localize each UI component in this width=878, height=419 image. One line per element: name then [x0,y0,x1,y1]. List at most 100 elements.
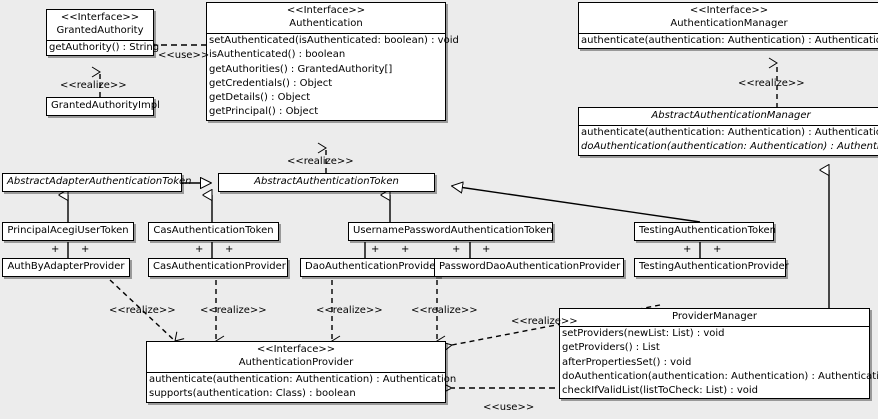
link-generalize-testingauthenticationtoken [452,186,701,223]
edge-label-realize-abstractauthenticationtoken: <<realize>> [287,156,354,167]
class-name: AbstractAuthenticationManager [651,110,811,121]
class-box-authentication[interactable]: <<Interface>> Authentication setAuthenti… [206,2,459,121]
class-member: setAuthenticated(isAuthenticated: boolea… [209,35,459,46]
class-member: authenticate(authentication: Authenticat… [149,374,457,385]
class-header: AbstractAdapterAuthenticationToken [3,174,192,191]
class-header: PasswordDaoAuthenticationProvider [435,259,623,276]
class-member: getCredentials() : Object [209,77,333,89]
edge-label-realize-daoauthenticationprovider: <<realize>> [316,305,383,316]
class-header: CasAuthenticationToken [149,223,278,240]
class-operations: setAuthenticated(isAuthenticated: boolea… [207,33,459,120]
assoc-marker-plus: + [683,244,692,255]
edge-label-use-providermanager: <<use>> [483,402,535,413]
class-name: UsernamePasswordAuthenticationToken [353,225,553,236]
class-name: Authentication [289,18,363,29]
assoc-marker-plus: + [482,244,491,255]
class-box-testing-authentication-provider[interactable]: TestingAuthenticationProvider [634,258,789,277]
class-name: AbstractAuthenticationToken [254,176,399,187]
class-header: DaoAuthenticationProvider [301,259,440,276]
class-box-dao-authentication-provider[interactable]: DaoAuthenticationProvider [300,258,440,277]
class-operations: getAuthority() : String [47,40,160,55]
edge-label-realize-casauthenticationprovider: <<realize>> [200,305,267,316]
class-member: getProviders() : List [562,342,660,354]
assoc-marker-plus: + [713,244,722,255]
class-header: AbstractAuthenticationToken [219,174,434,191]
class-name: TestingAuthenticationToken [639,225,777,236]
class-name: CasAuthenticationToken [153,225,274,236]
class-header: <<Interface>> AuthenticationProvider [147,342,445,372]
edge-label-use-authentication-grantedauthority: <<use>> [158,50,210,61]
class-box-authentication-provider[interactable]: <<Interface>> AuthenticationProvider aut… [146,341,457,403]
class-member: isAuthenticated() : boolean [209,49,346,61]
class-header: TestingAuthenticationToken [635,223,777,240]
edge-label-realize-grantedauthorityimpl: <<realize>> [60,80,127,91]
edge-label-realize-providermanager: <<realize>> [511,316,578,327]
class-header: <<Interface>> Authentication [207,3,445,33]
class-box-password-dao-authentication-provider[interactable]: PasswordDaoAuthenticationProvider [434,258,624,277]
assoc-marker-plus: + [81,244,90,255]
class-name: ProviderManager [671,311,757,322]
class-box-cas-authentication-token[interactable]: CasAuthenticationToken [148,222,279,241]
assoc-marker-plus: + [225,244,234,255]
class-member: setProviders(newList: List) : void [562,328,725,339]
class-box-granted-authority-impl[interactable]: GrantedAuthorityImpl [46,97,160,116]
class-operations: authenticate(authentication: Authenticat… [147,372,457,402]
class-stereotype: <<Interface>> [256,344,336,355]
class-header: ProviderManager [560,309,869,326]
class-stereotype: <<Interface>> [286,5,366,16]
edge-label-realize-abstractauthenticationmanager: <<realize>> [738,78,805,89]
class-member: getAuthority() : String [49,42,160,53]
class-operations: setProviders(newList: List) : void getPr… [560,326,878,398]
edge-label-realize-passworddaoauthenticationprovider: <<realize>> [411,305,478,316]
class-member: authenticate(authentication: Authenticat… [581,127,878,138]
class-box-abstract-authentication-token[interactable]: AbstractAuthenticationToken [218,173,435,192]
class-header: GrantedAuthorityImpl [47,98,160,115]
assoc-marker-plus: + [401,244,410,255]
class-box-abstract-adapter-authentication-token[interactable]: AbstractAdapterAuthenticationToken [2,173,192,192]
class-name: AbstractAdapterAuthenticationToken [7,176,192,187]
class-member: getDetails() : Object [209,92,311,104]
class-member: getAuthorities() : GrantedAuthority[] [209,63,393,75]
class-box-authentication-manager[interactable]: <<Interface>> AuthenticationManager auth… [578,2,878,50]
class-operations: authenticate(authentication: Authenticat… [579,33,878,48]
class-stereotype: <<Interface>> [60,12,140,23]
class-member: checkIfValidList(listToCheck: List) : vo… [562,385,759,397]
edge-label-realize-authbyadapterprovider: <<realize>> [109,305,176,316]
class-box-auth-by-adapter-provider[interactable]: AuthByAdapterProvider [2,258,130,277]
assoc-marker-plus: + [452,244,461,255]
class-member: afterPropertiesSet() : void [562,356,692,368]
class-box-username-password-authentication-token[interactable]: UsernamePasswordAuthenticationToken [348,222,553,241]
class-header: AbstractAuthenticationManager [579,108,878,125]
assoc-marker-plus: + [51,244,60,255]
class-stereotype: <<Interface>> [689,5,769,16]
class-header: UsernamePasswordAuthenticationToken [349,223,553,240]
class-name: DaoAuthenticationProvider [305,261,440,272]
class-name: CasAuthenticationProvider [153,261,286,272]
class-box-principal-acegi-user-token[interactable]: PrincipalAcegiUserToken [2,222,134,241]
class-header: <<Interface>> AuthenticationManager [579,3,878,33]
class-member: doAuthentication(authentication: Authent… [562,370,878,382]
class-box-cas-authentication-provider[interactable]: CasAuthenticationProvider [148,258,288,277]
class-name: AuthenticationManager [670,18,788,29]
class-member: doAuthentication(authentication: Authent… [581,141,878,153]
class-header: TestingAuthenticationProvider [635,259,789,276]
assoc-marker-plus: + [371,244,380,255]
class-name: AuthByAdapterProvider [7,261,125,272]
class-header: CasAuthenticationProvider [149,259,287,276]
class-name: AuthenticationProvider [238,357,354,368]
class-name: TestingAuthenticationProvider [639,261,789,272]
class-box-provider-manager[interactable]: ProviderManager setProviders(newList: Li… [559,308,878,400]
class-name: GrantedAuthority [56,25,144,36]
class-box-granted-authority[interactable]: <<Interface>> GrantedAuthority getAuthor… [46,9,160,57]
class-name: PasswordDaoAuthenticationProvider [439,261,621,272]
class-member: supports(authentication: Class) : boolea… [149,388,356,400]
class-box-testing-authentication-token[interactable]: TestingAuthenticationToken [634,222,777,241]
class-box-abstract-authentication-manager[interactable]: AbstractAuthenticationManager authentica… [578,107,878,156]
assoc-marker-plus: + [195,244,204,255]
class-member: authenticate(authentication: Authenticat… [581,35,878,46]
class-header: AuthByAdapterProvider [3,259,129,276]
class-operations: authenticate(authentication: Authenticat… [579,125,878,155]
class-header: PrincipalAcegiUserToken [3,223,133,240]
